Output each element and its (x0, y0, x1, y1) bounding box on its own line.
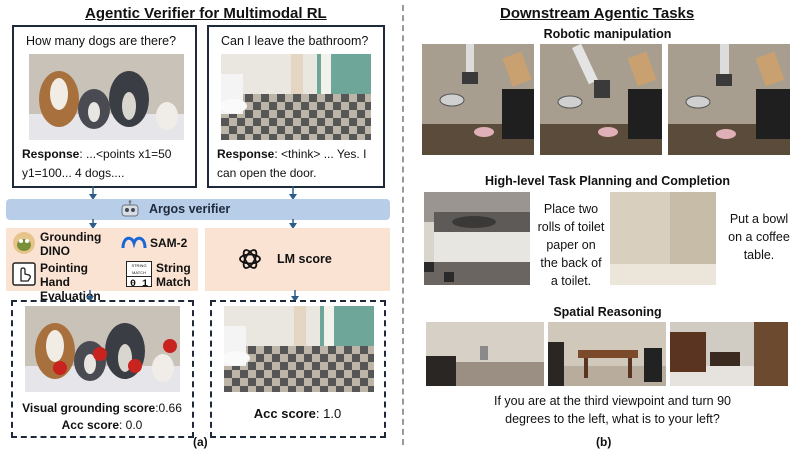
lm-score-label: LM score (277, 252, 332, 266)
vg-value: :0.66 (155, 401, 182, 415)
response-content: : ...<points x1=50 y1=100... 4 dogs.... (22, 147, 172, 180)
acc-value: : 1.0 (315, 406, 342, 421)
pointing-hand-label: Pointing Hand Evaluation (40, 261, 101, 303)
spatial-question: If you are at the third viewpoint and tu… (494, 394, 731, 426)
string-icon-digits: 0 1 (129, 279, 148, 290)
robot-frame-1 (422, 44, 534, 155)
task-text-toilet: Place two rolls of toilet paper on the b… (537, 202, 605, 288)
vg-label: Visual grounding score (22, 401, 156, 415)
lm-score-box: LM score (205, 228, 390, 291)
viewpoint-2-image (548, 322, 666, 386)
response-label: Response (217, 147, 275, 161)
bathroom-sink-image (424, 192, 530, 285)
result-card-bathroom: Acc score: 1.0 (210, 300, 386, 438)
robot-icon (119, 200, 141, 219)
sam2-icon (120, 234, 148, 252)
question-card-dogs: How many dogs are there? Response: ...<p… (12, 25, 197, 188)
string-icon-top: STRING MATCH (127, 262, 151, 277)
visual-grounding-score: Visual grounding score:0.66 (13, 401, 191, 415)
result-card-dogs: Visual grounding score:0.66 Acc score: 0… (11, 300, 194, 438)
sam2-label: SAM-2 (150, 236, 188, 250)
right-title: Downstream Agentic Tasks (500, 5, 695, 22)
question-text: How many dogs are there? (26, 34, 177, 48)
caption-a: (a) (193, 435, 208, 449)
question-card-bathroom: Can I leave the bathroom? Response: <thi… (207, 25, 385, 188)
arrows-mid (89, 219, 297, 229)
section-divider (402, 5, 404, 445)
question-text: Can I leave the bathroom? (221, 34, 369, 48)
dogs-result-image (25, 306, 180, 392)
response-label: Response (22, 147, 80, 161)
robot-frame-3 (668, 44, 790, 155)
task-text-bowl: Put a bowl on a coffee table. (728, 212, 790, 262)
bathroom-result-image (224, 306, 374, 392)
string-match-label: String Match (156, 261, 191, 289)
living-room-image (610, 192, 716, 285)
robotic-manipulation-heading: Robotic manipulation (543, 27, 672, 41)
acc-value: : 0.0 (119, 418, 143, 432)
response-text: Response: ...<points x1=50 y1=100... 4 d… (22, 145, 192, 183)
bathroom-image (221, 54, 371, 140)
response-content: : <think> ... Yes. I can open the door. (217, 147, 367, 180)
grounding-dino-icon (12, 231, 36, 255)
arrows-top (89, 186, 297, 200)
verifier-label: Argos verifier (149, 202, 231, 216)
acc-score-bathroom: Acc score: 1.0 (212, 406, 383, 421)
viewpoint-1-image (426, 322, 544, 386)
grounding-dino-label: Grounding DINO (40, 230, 102, 258)
left-title: Agentic Verifier for Multimodal RL (85, 5, 327, 22)
argos-verifier-band: Argos verifier (6, 199, 390, 220)
acc-label: Acc score (61, 418, 119, 432)
openai-icon (237, 246, 263, 272)
tools-box: Grounding DINO SAM-2 Pointing Hand Evalu… (6, 228, 198, 303)
arrows-bottom (86, 290, 299, 302)
dogs-image (29, 54, 184, 140)
acc-score-dogs: Acc score: 0.0 (13, 418, 191, 432)
spatial-reasoning-heading: Spatial Reasoning (553, 305, 662, 319)
viewpoint-3-image (670, 322, 788, 386)
acc-label: Acc score (253, 406, 316, 421)
caption-b: (b) (596, 435, 612, 449)
pointing-hand-icon (12, 262, 36, 286)
planning-heading: High-level Task Planning and Completion (485, 174, 730, 188)
string-match-icon: STRING MATCH 0 1 (126, 261, 152, 290)
robot-frame-2 (540, 44, 662, 155)
response-text: Response: <think> ... Yes. I can open th… (217, 145, 381, 183)
